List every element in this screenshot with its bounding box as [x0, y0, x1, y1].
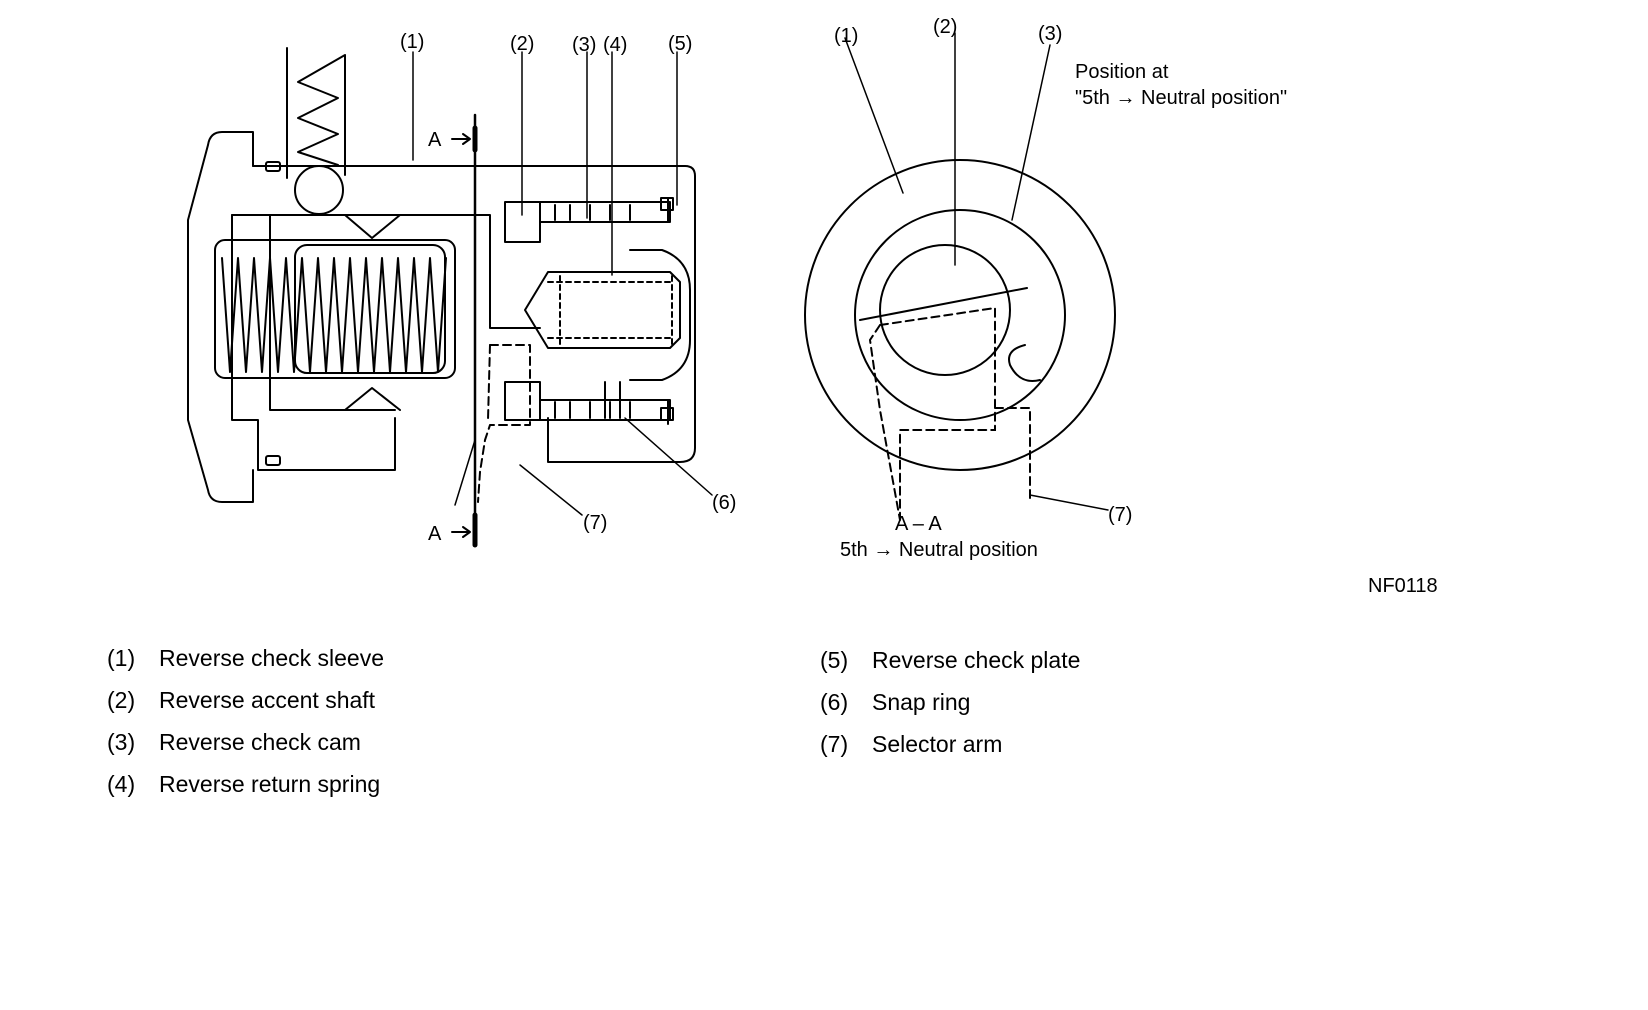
callout-r2: (2): [933, 16, 957, 38]
selector-arm-hidden: [868, 306, 1031, 521]
legend-item: (1) Reverse check sleeve: [107, 637, 384, 679]
section-caption: 5th → Neutral position: [840, 539, 1038, 561]
left-section-drawing: [187, 47, 713, 548]
section-title: A – A: [895, 513, 942, 535]
legend-num: (4): [107, 771, 136, 797]
coil-spring: [221, 257, 447, 373]
legend-label: Snap ring: [872, 689, 971, 715]
figure-id: NF0118: [1368, 575, 1438, 597]
legend-label: Selector arm: [872, 731, 1003, 757]
callout-7: (7): [583, 512, 607, 534]
leader-6: [624, 417, 713, 496]
shaft-bore: [524, 271, 681, 349]
legend-item: (2) Reverse accent shaft: [107, 679, 384, 721]
legend-item: (5) Reverse check plate: [820, 639, 1080, 681]
legend-label: Reverse check plate: [872, 647, 1081, 673]
callout-r7: (7): [1108, 504, 1132, 526]
legend-label: Reverse return spring: [159, 771, 381, 797]
callout-5: (5): [668, 33, 692, 55]
section-marker-bottom: A: [428, 523, 442, 545]
left-callouts: (1) (2) (3) (4) (5) (6) (7) A A: [400, 31, 736, 545]
legend-item: (6) Snap ring: [820, 681, 1080, 723]
detent-spring: [286, 47, 346, 179]
legend-item: (4) Reverse return spring: [107, 763, 384, 805]
legend-left: (1) Reverse check sleeve (2) Reverse acc…: [107, 637, 384, 805]
legend-num: (6): [820, 689, 849, 715]
spring-housing: [214, 239, 456, 379]
housing-outline: [187, 131, 254, 503]
section-marker-top: A: [428, 129, 442, 151]
detent-ball: [294, 165, 344, 215]
legend-right: (5) Reverse check plate (6) Snap ring (7…: [820, 639, 1080, 765]
callout-2: (2): [510, 33, 534, 55]
legend-num: (3): [107, 729, 136, 755]
selector-arm-outline: [477, 344, 531, 503]
legend-label: Reverse check sleeve: [159, 645, 384, 671]
legend-label: Reverse accent shaft: [159, 687, 376, 713]
callout-4: (4): [603, 34, 627, 56]
legend-num: (7): [820, 731, 849, 757]
callout-r1: (1): [834, 25, 858, 47]
position-note-line1: Position at: [1075, 61, 1169, 83]
legend-num: (5): [820, 647, 849, 673]
middle-ring: [854, 209, 1066, 421]
right-section-view: [804, 32, 1116, 521]
position-note-line2: "5th → Neutral position": [1075, 87, 1287, 109]
legend-item: (3) Reverse check cam: [107, 721, 384, 763]
legend-label: Reverse check cam: [159, 729, 361, 755]
right-callouts: (1) (2) (3) (7) Position at "5th → Neutr…: [834, 16, 1438, 597]
leader-7: [519, 464, 583, 516]
legend-num: (1): [107, 645, 136, 671]
outer-ring: [804, 159, 1116, 471]
callout-6: (6): [712, 492, 736, 514]
legend-num: (2): [107, 687, 136, 713]
inner-shaft: [879, 244, 1011, 376]
callout-1: (1): [400, 31, 424, 53]
legend-item: (7) Selector arm: [820, 723, 1080, 765]
callout-3: (3): [572, 34, 596, 56]
callout-r3: (3): [1038, 23, 1062, 45]
